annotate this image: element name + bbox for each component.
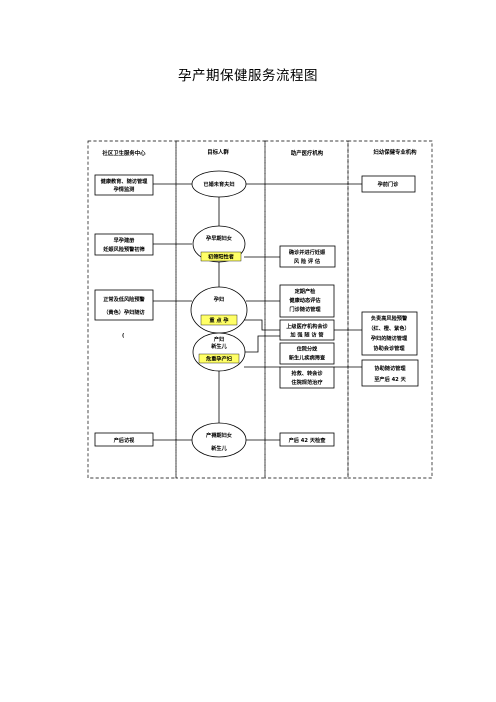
midwifery-box-rescue-line1: 抢救、转会诊	[291, 369, 323, 377]
header-maternal: 妇幼保健专业机构	[373, 148, 417, 156]
maternal-box-highrisk-line4: 协助会诊管理	[373, 344, 405, 352]
node-married-couples-label: 已婚未育夫妇	[203, 180, 234, 188]
maternal-box-followup-42-line1: 协助随访管理	[374, 364, 406, 372]
community-box-followup-line2: 孕情监测	[114, 185, 135, 193]
maternal-box-highrisk-line3: 孕妇的随访管理	[371, 334, 408, 342]
maternal-box-preconception	[361, 175, 416, 193]
stray-mark: (	[122, 333, 124, 339]
header-community: 社区卫生服务中心	[101, 149, 146, 157]
maternal-box-highrisk-line1: 负责高风险预警	[371, 314, 408, 322]
midwifery-box-consultation-line2: 加 强 随 访 管	[289, 331, 323, 339]
tag-screen-positive	[200, 251, 242, 262]
tag-critical-label: 危重孕产妇	[205, 355, 232, 363]
community-box-lowrisk	[94, 289, 154, 321]
tag-key-pregnancy-label: 重 点 孕	[209, 316, 229, 324]
community-box-lowrisk-line1: 正常及低风险预警	[103, 295, 145, 303]
tag-critical	[198, 353, 240, 364]
node-parturient-label: 产妇	[214, 335, 224, 343]
midwifery-box-rescue-line2: 住院规范治疗	[291, 378, 323, 386]
midwifery-box-42day-check	[279, 432, 335, 447]
connector-n4-m4	[245, 335, 280, 353]
midwifery-box-consultation	[279, 319, 335, 341]
page-title: 孕产期保健服务流程图	[178, 68, 318, 84]
node-pregnant-women-label: 孕妇	[214, 295, 224, 303]
community-box-followup-line1: 健康教育、随访管理	[101, 177, 149, 185]
midwifery-box-prenatal-check-line2: 健康动态评估	[289, 296, 321, 304]
midwifery-box-prenatal-check	[279, 284, 335, 318]
maternal-box-highrisk-line2: （红、橙、紫色）	[368, 324, 410, 332]
community-box-postpartum-visit	[94, 432, 154, 447]
node-puerperal-label: 产褥期妇女	[206, 431, 232, 439]
community-box-followup	[94, 174, 154, 196]
node-early-pregnancy-label: 孕早期妇女	[206, 234, 232, 242]
community-box-registration-line1: 早孕建册	[114, 236, 136, 244]
node-puerperal	[191, 422, 247, 458]
maternal-box-highrisk	[361, 311, 418, 356]
midwifery-box-consultation-line1: 上级医疗机构会诊	[286, 322, 328, 330]
midwifery-box-delivery-line1: 住院分娩	[297, 345, 319, 353]
community-box-postpartum-visit-line1: 产后访视	[114, 436, 136, 444]
community-box-lowrisk-line2: （黄色）孕妇随访	[103, 308, 145, 316]
community-box-registration-line2: 妊娠风险预警初筛	[103, 245, 145, 253]
community-box-registration	[94, 233, 154, 256]
midwifery-box-prenatal-check-line3: 门诊随访管理	[289, 305, 321, 313]
target-column-frame	[175, 140, 266, 479]
node-newborn-label: 新生儿	[211, 342, 227, 350]
node-puerperal-newborn-label: 新生儿	[211, 444, 227, 452]
connector-n3-m3	[242, 319, 280, 331]
maternal-box-followup-42	[361, 359, 419, 387]
midwifery-box-risk-assessment-line2: 风 险 评 估	[294, 257, 321, 265]
tag-screen-positive-label: 初筛阳性者	[208, 253, 235, 261]
midwifery-box-prenatal-check-line1: 定期产检	[294, 287, 317, 295]
midwifery-box-risk-assessment-line1: 确诊并进行妊娠	[289, 248, 326, 256]
maternal-box-followup-42-line2: 至产后 42 天	[374, 375, 406, 383]
midwifery-box-risk-assessment	[279, 245, 336, 268]
maternal-box-preconception-line1: 孕前门诊	[378, 180, 400, 188]
midwifery-column-frame	[264, 140, 349, 479]
node-pregnant-women	[190, 286, 248, 334]
header-target: 目标人群	[207, 148, 229, 156]
midwifery-box-delivery-line2: 新生儿疾病筛查	[289, 354, 326, 362]
midwifery-box-rescue	[279, 366, 335, 389]
midwifery-box-delivery	[279, 342, 335, 365]
tag-key-pregnancy	[200, 314, 238, 326]
midwifery-box-42day-check-line1: 产后 42 天检查	[289, 436, 327, 444]
header-midwifery: 助产医疗机构	[291, 149, 324, 157]
node-married-couples	[191, 170, 247, 198]
